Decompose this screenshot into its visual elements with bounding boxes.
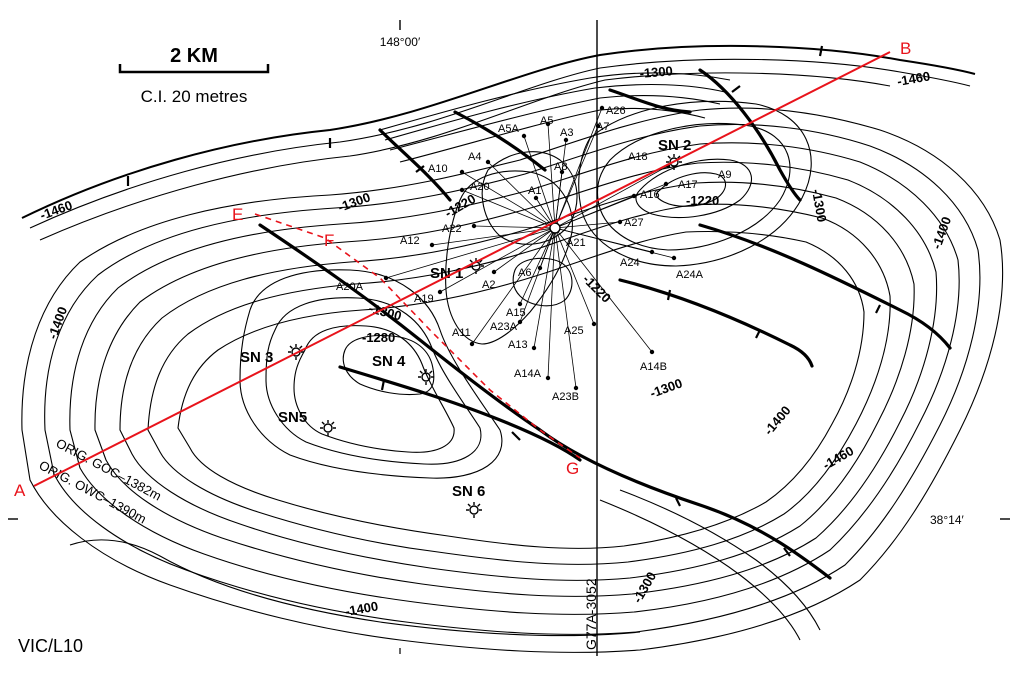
- well-label: A7: [596, 121, 609, 133]
- well-label: A22: [442, 223, 462, 235]
- well-label: A2: [482, 279, 495, 291]
- well-label: A20A: [336, 281, 364, 293]
- section-a-b: [33, 51, 891, 487]
- well-label: A14B: [640, 361, 667, 373]
- fault-north-east: [698, 68, 802, 202]
- well-label: A27: [624, 217, 644, 229]
- contour-label: -1400: [929, 215, 954, 251]
- well-trajectories: [385, 107, 675, 389]
- contour-labels: -1460 -1460 -1460 -1400 -1400 -1400 -140…: [38, 63, 954, 619]
- well-label: A23A: [490, 321, 518, 333]
- cross-sections: A B E F G: [14, 39, 911, 500]
- contour-label: -1300: [336, 189, 372, 214]
- well-label: A16: [640, 189, 660, 201]
- contour-label: -1400: [45, 305, 70, 341]
- section-point-a: A: [14, 481, 26, 500]
- well-label: A15: [506, 307, 526, 319]
- well-label: A17: [678, 179, 698, 191]
- fault-northwest: [378, 128, 452, 202]
- well-label: A8: [554, 161, 567, 173]
- well-label: A18: [628, 151, 648, 163]
- well-label: A11: [452, 327, 471, 339]
- gas-well-icon: [666, 154, 682, 170]
- seismic-line: G77A-3052: [583, 20, 599, 656]
- southern-contours: [69, 489, 821, 641]
- well-label: A26: [606, 105, 626, 117]
- contour-label: -1460: [896, 68, 931, 89]
- well-label: A6: [518, 267, 531, 279]
- fault-north-central: [453, 110, 547, 172]
- well-label: A9: [718, 169, 731, 181]
- gas-well-icon: [466, 502, 482, 518]
- longitude-label: 148°00′: [380, 35, 421, 49]
- seismic-line-label: G77A-3052: [583, 578, 599, 650]
- contour-label: -1400: [344, 598, 379, 619]
- northern-boundary: [21, 44, 976, 241]
- well-label: A1: [528, 185, 541, 197]
- scale-bar: 2 KM C.I. 20 metres: [118, 45, 270, 106]
- fault-southern: [338, 365, 582, 462]
- section-e-f-g: [254, 213, 581, 459]
- fault-main-south: [258, 223, 832, 580]
- site-label: SN 2: [658, 137, 691, 154]
- contour-label: -1280: [362, 330, 395, 345]
- well-label: A3: [560, 127, 573, 139]
- contour-label: -1460: [38, 197, 74, 222]
- scale-distance: 2 KM: [170, 45, 218, 67]
- site-sn6: SN 6: [452, 483, 485, 518]
- gas-well-icon: [418, 369, 434, 385]
- contour-label: -1300: [367, 300, 403, 323]
- contour-interval: C.I. 20 metres: [141, 87, 248, 106]
- license-label: VIC/L10: [18, 636, 83, 656]
- well-label: A4: [468, 151, 481, 163]
- faults: [126, 45, 952, 580]
- section-point-b: B: [900, 39, 911, 58]
- site-label: SN 4: [372, 353, 406, 370]
- well-label: A23B: [552, 391, 579, 403]
- well-label: A12: [400, 235, 420, 247]
- fault-north-short: [608, 88, 692, 114]
- latitude-label: 38°14′: [930, 513, 964, 527]
- section-point-e: E: [232, 205, 243, 224]
- section-point-f: F: [324, 231, 334, 250]
- site-sn2: SN 2: [658, 137, 691, 170]
- well-label: A13: [508, 339, 528, 351]
- well-label: A5A: [498, 123, 519, 135]
- western-dome-contours: [239, 269, 503, 479]
- well-label: A10: [428, 163, 448, 175]
- site-sn3: SN 3: [240, 344, 304, 366]
- platform-pad: [549, 222, 561, 234]
- contour-label: -1220: [686, 193, 719, 208]
- site-label: SN5: [278, 409, 307, 426]
- well-label: A14A: [514, 368, 542, 380]
- well-label: A20: [470, 181, 490, 193]
- contour-label: -1300: [648, 375, 684, 400]
- well-label: A24: [620, 257, 640, 269]
- structure-contours: [21, 107, 1004, 653]
- contour-label: -1400: [761, 403, 794, 438]
- sn-sites: SN 1 SN 2 SN 3 SN 4: [240, 137, 691, 518]
- contour-label: -1300: [630, 569, 660, 605]
- contour-label: -1300: [639, 63, 673, 81]
- site-label: SN 6: [452, 483, 485, 500]
- well-label: A25: [564, 325, 584, 337]
- site-label: SN 3: [240, 349, 273, 366]
- central-contours: [445, 151, 578, 345]
- contour-label: -1300: [809, 188, 830, 223]
- site-label: SN 1: [430, 265, 463, 282]
- gas-well-icon: [320, 420, 336, 436]
- fault-east-2: [698, 223, 952, 350]
- fault-east-1: [618, 278, 814, 368]
- well-label: A21: [566, 237, 586, 249]
- gas-well-icon: [288, 344, 304, 360]
- north-flank-contours: [379, 72, 731, 163]
- section-point-g: G: [566, 459, 579, 478]
- well-label: A19: [414, 293, 434, 305]
- site-sn5: SN5: [278, 409, 336, 436]
- well-label: A24A: [676, 269, 704, 281]
- site-sn4: SN 4: [372, 353, 434, 385]
